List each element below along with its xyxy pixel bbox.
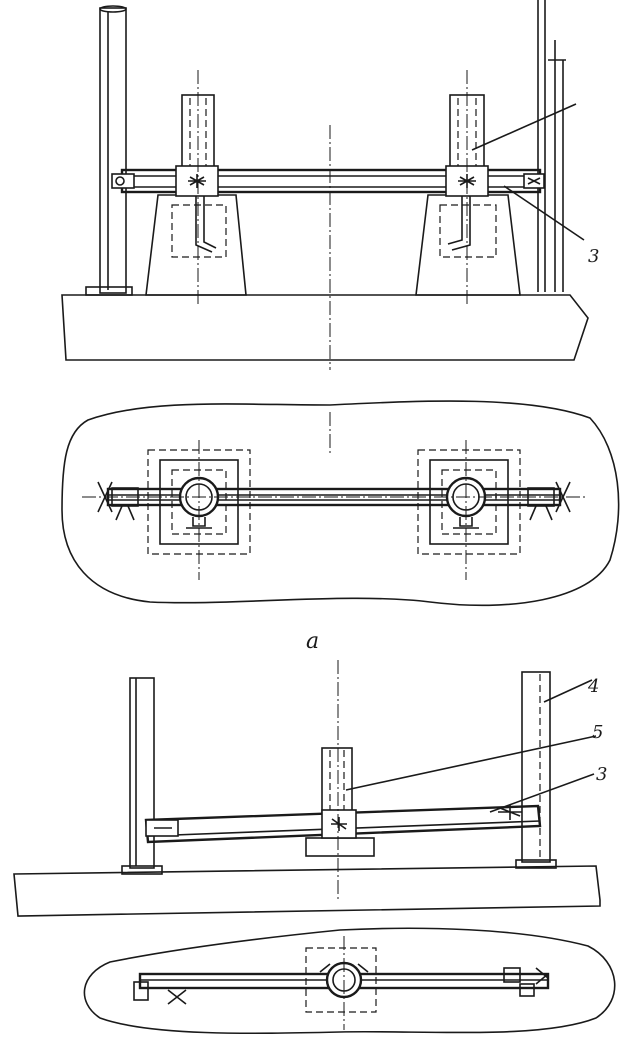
subfigure-label-a: a (306, 629, 319, 654)
top-elevation-view: 3 (61, 0, 599, 370)
bottom-right-beam-clamp (498, 805, 522, 820)
top-plan-outline (61, 400, 620, 607)
bottom-label-3: 3 (596, 764, 607, 785)
bottom-center-clamp (321, 809, 357, 839)
left-plan-end-fixture (97, 481, 139, 521)
top-label-3: 3 (588, 246, 599, 267)
left-beam-clamp (175, 165, 219, 197)
right-foundation-plan (417, 449, 521, 555)
bottom-right-post (515, 671, 557, 869)
right-plan-end-fixture (527, 481, 571, 521)
right-anchor-bolt-dashed (439, 192, 497, 258)
bottom-label-3-leader-line (489, 773, 595, 813)
bottom-plan-view (83, 927, 616, 1035)
label-4-leader-line (543, 679, 593, 703)
label-4: 4 (587, 676, 599, 697)
left-vertical-post (85, 5, 133, 296)
bottom-base-plate (305, 837, 375, 857)
bottom-elevation-view: 4 5 3 (13, 660, 607, 917)
top-hatched-ground (61, 294, 589, 361)
bottom-left-post (121, 677, 163, 875)
bottom-plan-right-fixture (503, 967, 549, 997)
left-end-clamp (111, 173, 135, 189)
label-5: 5 (592, 722, 603, 743)
bottom-left-end-clamp (145, 819, 179, 837)
label-3-leader-line (503, 185, 585, 241)
right-vertical-post (537, 0, 566, 292)
bottom-plan-outline (83, 927, 616, 1035)
top-leader-line (471, 103, 577, 151)
left-anchor-bolt-dashed (171, 192, 227, 258)
bottom-hatched-ground (13, 865, 601, 917)
top-plan-view (61, 400, 620, 607)
bottom-plan-left-fixture (133, 981, 187, 1005)
right-end-clamp (523, 173, 545, 189)
bottom-central-column (321, 747, 353, 813)
label-5-leader-line (345, 735, 597, 791)
